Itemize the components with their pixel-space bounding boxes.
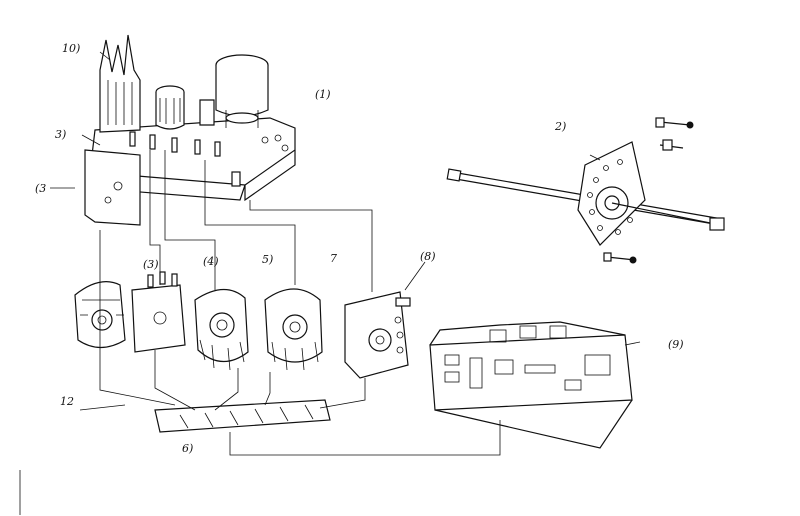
component-board	[429, 321, 633, 449]
callout-3b: (3)	[143, 258, 159, 271]
callout-1: (1)	[315, 88, 331, 101]
board-components	[444, 325, 611, 391]
chassis-assembly	[84, 34, 296, 226]
switch-contacts	[587, 159, 633, 235]
callout-6: 6)	[182, 442, 193, 455]
leader-lines	[19, 51, 641, 515]
wafer-8	[344, 291, 411, 379]
wafer-5b	[264, 288, 323, 371]
callout-2: 2)	[554, 120, 566, 133]
connection-wires	[99, 150, 501, 456]
rotary-switch-assembly	[446, 117, 725, 264]
wafer-4	[131, 271, 186, 353]
callout-12: 12	[60, 395, 74, 408]
screw-bottom	[603, 252, 637, 264]
callout-labels: 10) (1) 3) (3 2) (3) (4) 5) 7 (8) (9) 12…	[35, 42, 684, 455]
callout-5: 5)	[262, 253, 273, 266]
callout-8: (8)	[420, 250, 436, 263]
callout-4: (4)	[203, 255, 219, 268]
callout-arrow-3: (3	[35, 182, 46, 195]
plate-pins	[129, 131, 289, 157]
callout-3: 3)	[55, 128, 66, 141]
screw-top	[655, 117, 694, 129]
wafer-5	[194, 288, 249, 371]
callout-9: (9)	[668, 338, 684, 351]
callout-10: 10)	[62, 42, 80, 55]
callout-7: 7	[330, 252, 337, 265]
screw-middle	[659, 139, 684, 151]
terminal-strip	[154, 399, 331, 433]
